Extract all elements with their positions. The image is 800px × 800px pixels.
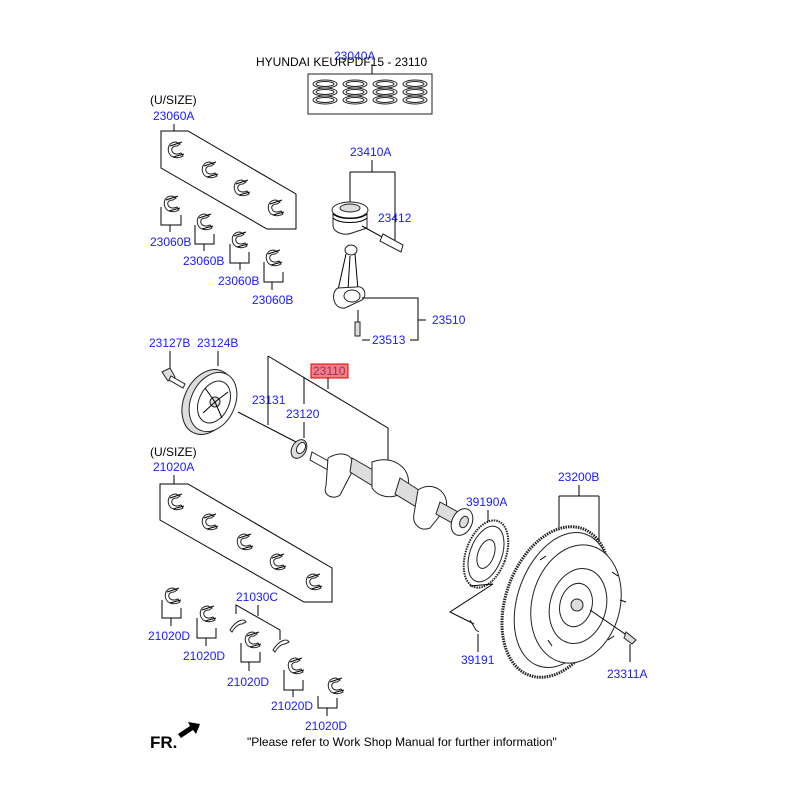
leader-line	[558, 485, 600, 550]
flywheel-bolt-icon	[623, 631, 637, 645]
part-label-23060B-1[interactable]: 23060B	[150, 235, 191, 249]
part-label-21020D-5[interactable]: 21020D	[305, 719, 347, 733]
part-label-21020A[interactable]: 21020A	[153, 460, 194, 474]
piston-icon	[331, 201, 404, 253]
drive-plate-icon	[462, 519, 510, 589]
leader-line	[237, 411, 299, 444]
part-label-23060B-2[interactable]: 23060B	[183, 254, 224, 268]
timing-sprocket-icon	[290, 439, 308, 459]
bearing-set-outline	[160, 130, 297, 230]
leader-line	[589, 609, 629, 637]
part-label-21020D-4[interactable]: 21020D	[271, 699, 313, 713]
part-label-39190A[interactable]: 39190A	[466, 495, 507, 509]
leader-line	[349, 160, 396, 240]
front-arrow-icon	[178, 722, 200, 738]
part-label-23412[interactable]: 23412	[378, 211, 412, 225]
part-label-23124B[interactable]: 23124B	[197, 336, 238, 350]
thrust-bearing-shells-icon	[167, 493, 323, 591]
leader-line	[362, 297, 426, 341]
connecting-rod-icon	[333, 244, 366, 337]
part-label-23060A[interactable]: 23060A	[153, 109, 194, 123]
part-label-23513[interactable]: 23513	[372, 333, 406, 347]
leader-line	[235, 604, 281, 640]
leader-line	[267, 355, 389, 466]
highlighted-part-box	[310, 363, 349, 379]
part-label-21030C[interactable]: 21030C	[236, 590, 278, 604]
footer-note: "Please refer to Work Shop Manual for fu…	[247, 735, 557, 749]
bearing-shell-icon	[161, 587, 345, 709]
usize-note-upper: (U/SIZE)	[150, 93, 197, 107]
part-label-23410A[interactable]: 23410A	[350, 145, 391, 159]
part-label-23127B[interactable]: 23127B	[149, 336, 190, 350]
part-label-21020D-3[interactable]: 21020D	[227, 675, 269, 689]
part-label-23060B-4[interactable]: 23060B	[252, 293, 293, 307]
part-label-21020D-1[interactable]: 21020D	[148, 629, 190, 643]
part-label-23040A[interactable]: 23040A	[334, 49, 375, 63]
part-label-23110[interactable]: 23110	[313, 364, 346, 378]
part-label-23311A[interactable]: 23311A	[607, 667, 647, 681]
drive-plate-bolt-icon	[469, 619, 480, 633]
thrust-washer-icon	[229, 619, 290, 653]
part-label-23131[interactable]: 23131	[252, 393, 286, 407]
part-label-39191[interactable]: 39191	[461, 653, 495, 667]
crankshaft-icon	[309, 451, 474, 536]
part-label-23060B-3[interactable]: 23060B	[218, 274, 259, 288]
usize-note-lower: (U/SIZE)	[150, 445, 197, 459]
bearing-set-outline	[159, 483, 333, 603]
crank-pulley-icon	[181, 369, 238, 435]
front-direction-label: FR.	[150, 733, 177, 752]
diagram-title: HYUNDAI KEURPDF15 - 23110	[256, 55, 427, 69]
leader-line	[448, 583, 494, 625]
part-label-23120[interactable]: 23120	[286, 407, 320, 421]
part-label-21020D-2[interactable]: 21020D	[183, 649, 225, 663]
pulley-bolt-icon	[161, 367, 186, 389]
part-label-23510[interactable]: 23510	[432, 313, 466, 327]
part-label-23200B[interactable]: 23200B	[558, 470, 599, 484]
